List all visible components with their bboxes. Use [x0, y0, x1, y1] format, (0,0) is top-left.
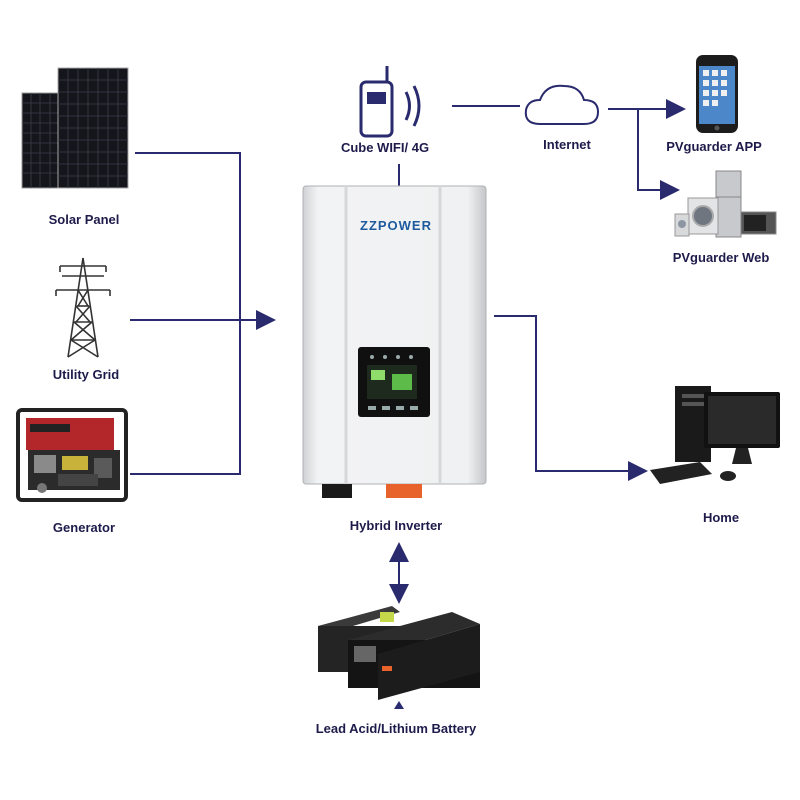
inverter-brand-logo: ZZPOWER	[360, 218, 432, 233]
battery-indicator-triangle	[394, 701, 404, 709]
home-computer-icon	[650, 386, 780, 484]
appliances-icon	[674, 170, 777, 238]
connector-generator-to-bus	[130, 320, 241, 475]
solar-panel-icon	[21, 67, 129, 189]
connector-internet-to-web	[637, 109, 680, 200]
label-battery: Lead Acid/Lithium Battery	[315, 721, 477, 736]
label-internet: Internet	[543, 137, 591, 152]
label-hybrid-inverter: Hybrid Inverter	[349, 518, 443, 533]
smartphone-icon	[696, 55, 738, 133]
connector-inverter-to-home	[494, 315, 648, 481]
label-pvguarder-app: PVguarder APP	[666, 139, 762, 154]
label-utility-grid: Utility Grid	[52, 367, 120, 382]
label-cube-wifi: Cube WIFI/ 4G	[340, 140, 430, 155]
hybrid-inverter-unit	[302, 185, 487, 498]
cloud-icon	[524, 84, 600, 125]
generator-icon	[16, 408, 128, 502]
label-generator: Generator	[52, 520, 116, 535]
battery-pack-icon	[318, 606, 480, 700]
utility-tower-icon	[55, 257, 111, 358]
label-pvguarder-web: PVguarder Web	[672, 250, 770, 265]
wifi-device-icon	[359, 66, 421, 138]
label-home: Home	[702, 510, 740, 525]
connector-solar-to-bus	[135, 152, 241, 320]
label-solar-panel: Solar Panel	[48, 212, 120, 227]
